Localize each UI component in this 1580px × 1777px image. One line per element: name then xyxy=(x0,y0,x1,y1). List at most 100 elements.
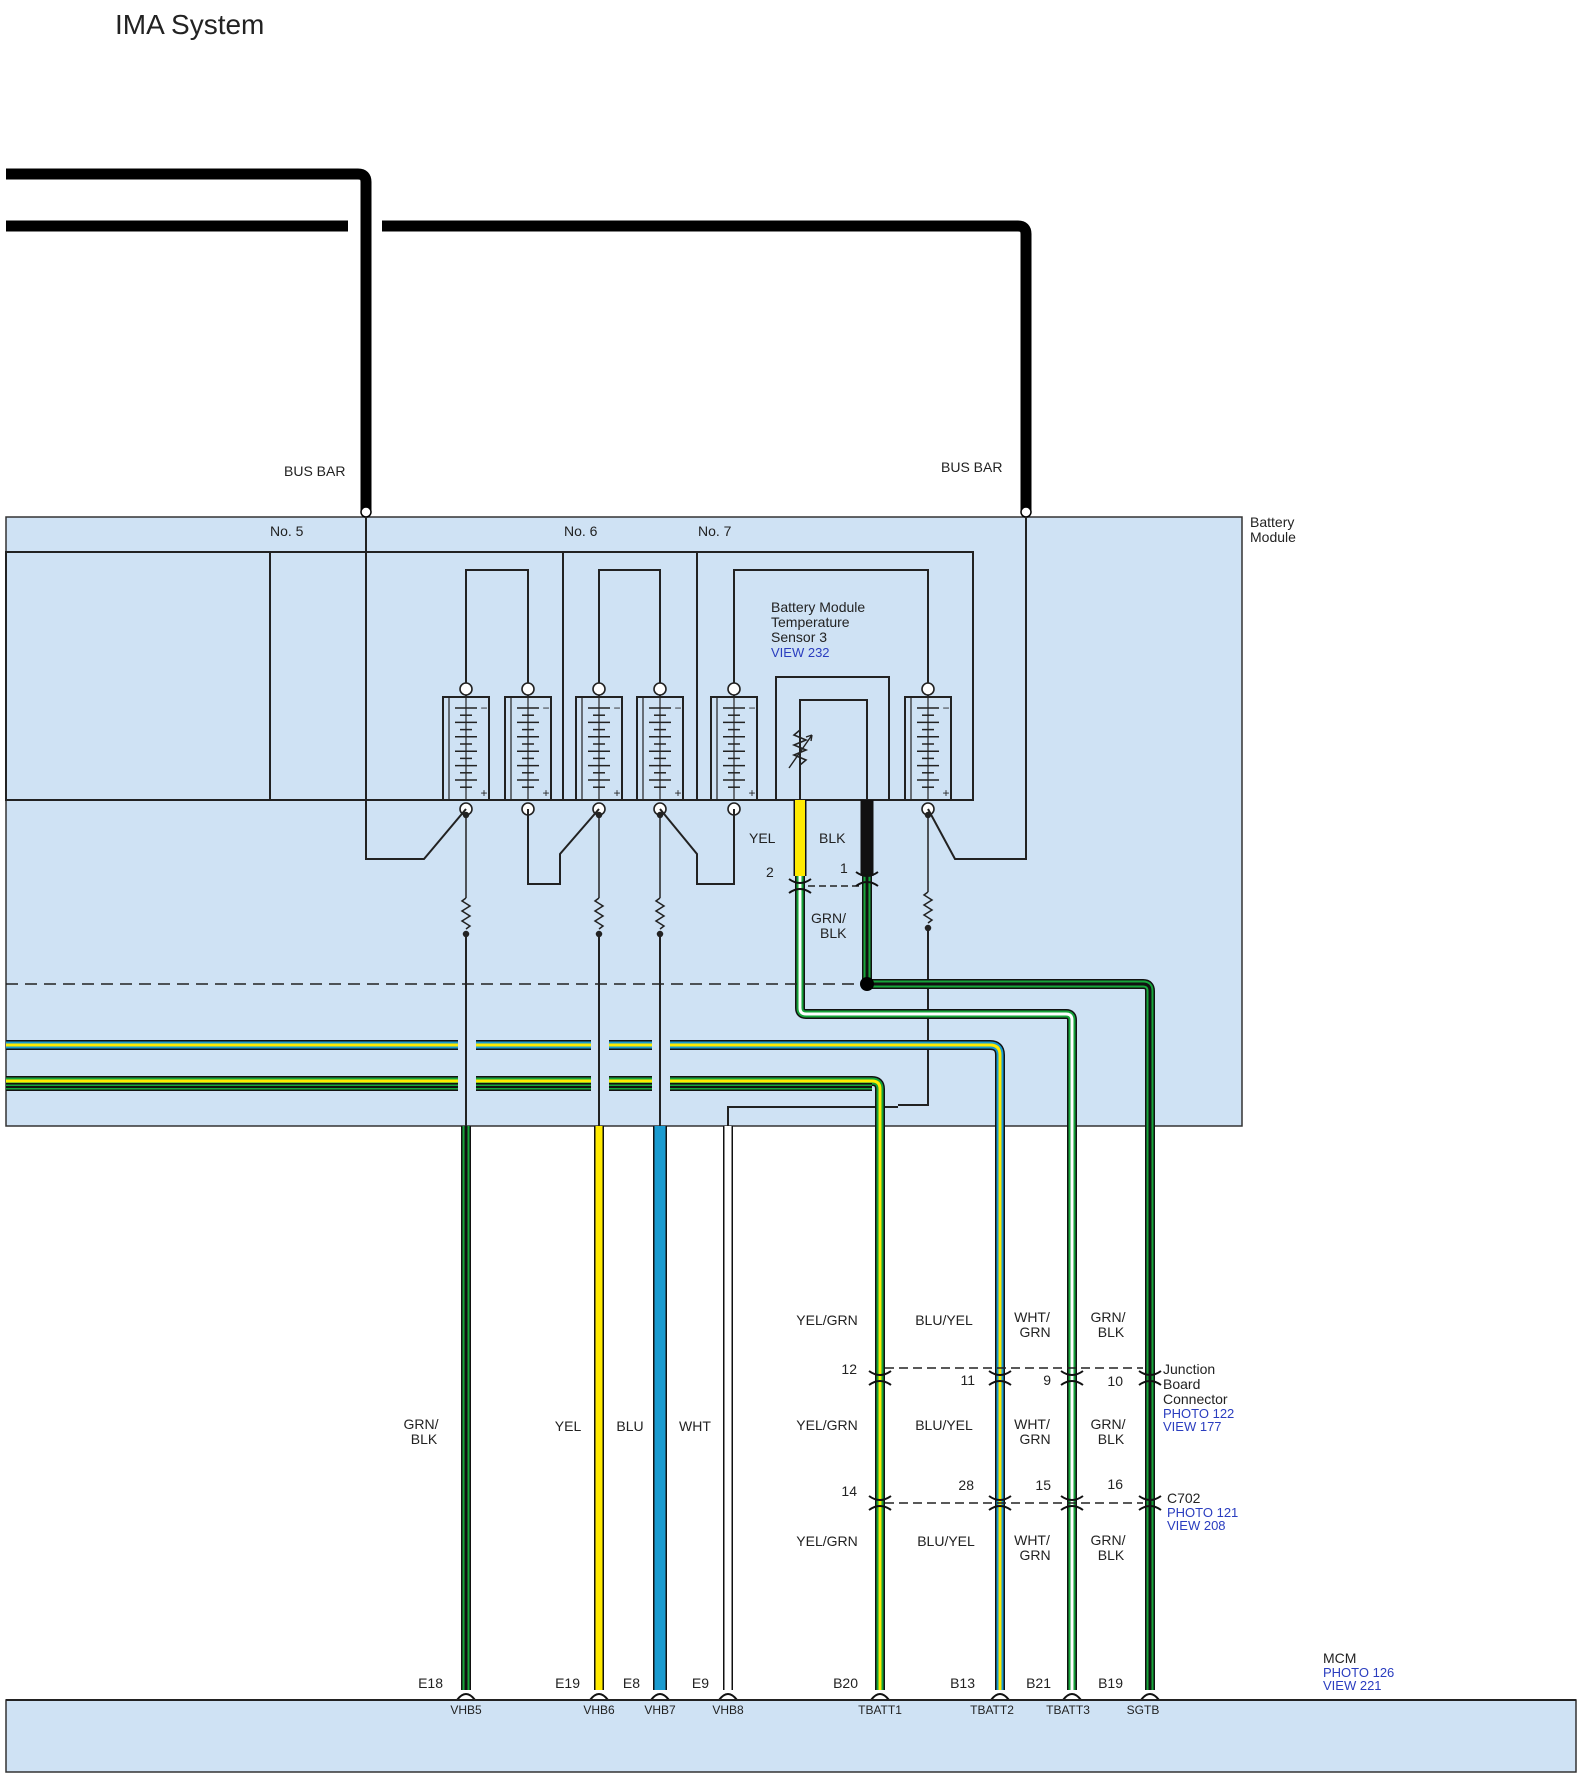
c702-bracket-1150 xyxy=(1138,1495,1162,1511)
sensor-shield-label-1: GRN/ xyxy=(811,910,846,926)
battery-module-label-2: Module xyxy=(1250,529,1296,545)
wire-label-tbatt3-a2: GRN xyxy=(1019,1324,1050,1340)
sensor-inner-loop xyxy=(799,699,868,800)
mcm-terminal-1072 xyxy=(1062,1693,1082,1701)
resistor-node xyxy=(656,811,664,819)
mcm-signal-tbatt2: TBATT2 xyxy=(970,1703,1014,1717)
wire-label-tbatt3-c2: GRN xyxy=(1019,1547,1050,1563)
jb-bracket-880 xyxy=(868,1370,892,1386)
thermistor-icon xyxy=(791,729,809,766)
bracket-lower xyxy=(855,881,879,887)
sensor-view-ref[interactable]: VIEW 232 xyxy=(771,645,830,660)
wire-label-sgtb-a2: BLK xyxy=(1098,1324,1125,1340)
mcm-signal-vhb6: VHB6 xyxy=(583,1703,615,1717)
mcm-terminal-466 xyxy=(456,1693,476,1701)
wire-label-sgtb-b2: BLK xyxy=(1098,1431,1125,1447)
resistor-zigzag xyxy=(460,897,472,930)
mcm-terminal-728 xyxy=(718,1693,738,1701)
wire-tbatt1-stripe xyxy=(6,1079,882,1690)
bus-bar-right-terminal xyxy=(1020,506,1032,518)
battery-cell-1: −+ xyxy=(442,682,490,816)
wire-label-tbatt3-a1: WHT/ xyxy=(1014,1309,1050,1325)
mcm-pin-b21: B21 xyxy=(1026,1675,1051,1691)
bracket-upper xyxy=(868,1370,892,1376)
wire-tbatt1 xyxy=(6,1076,885,1690)
c702-view-ref[interactable]: VIEW 208 xyxy=(1167,1518,1226,1533)
bracket-lower xyxy=(868,1505,892,1511)
c702-pin-tbatt2: 28 xyxy=(958,1477,974,1493)
junction-board-photo-ref[interactable]: PHOTO 122 xyxy=(1163,1406,1234,1421)
c702-pin-tbatt3: 15 xyxy=(1035,1477,1051,1493)
cell-neg-terminal: − xyxy=(542,701,549,715)
junction-board-view-ref[interactable]: VIEW 177 xyxy=(1163,1419,1222,1434)
cell-neg-terminal: − xyxy=(613,701,620,715)
wire-sgtb xyxy=(862,876,1155,1690)
jb-pin-tbatt3: 9 xyxy=(1043,1372,1051,1388)
sense-line-vhb8-join xyxy=(727,1106,898,1126)
mcm-terminal-599 xyxy=(589,1693,609,1701)
mcm-terminal-880 xyxy=(870,1693,890,1701)
mcm-pin-e18: E18 xyxy=(418,1675,443,1691)
wire-tbatt1-outline xyxy=(6,1076,885,1690)
bracket-upper xyxy=(1138,1370,1162,1376)
c702-bracket-880 xyxy=(868,1495,892,1511)
sensor-label-1: Battery Module xyxy=(771,599,865,615)
section-label-no5: No. 5 xyxy=(270,523,304,539)
wire-label-sgtb-c1: GRN/ xyxy=(1091,1532,1126,1548)
connector-brackets xyxy=(456,871,1162,1701)
sensor-pin-1: 1 xyxy=(840,860,848,876)
mcm-pin-b20: B20 xyxy=(833,1675,858,1691)
resistor-zigzag xyxy=(922,891,934,924)
c702-pin-tbatt1: 14 xyxy=(841,1483,857,1499)
junction-board-label-2: Board xyxy=(1163,1376,1200,1392)
wire-label-tbatt1-a: YEL/GRN xyxy=(796,1312,857,1328)
bus-bar-right xyxy=(382,220,1032,512)
wire-tbatt2-stripe xyxy=(6,1043,1002,1690)
junction-board-label-3: Connector xyxy=(1163,1391,1228,1407)
cell-neg-terminal: − xyxy=(480,701,487,715)
mcm-pin-e19: E19 xyxy=(555,1675,580,1691)
mcm-signal-tbatt1: TBATT1 xyxy=(858,1703,902,1717)
mcm-pin-e8: E8 xyxy=(623,1675,640,1691)
mcm-terminal-660 xyxy=(650,1693,670,1701)
cell-top-links xyxy=(465,569,929,689)
cell-pos-terminal: + xyxy=(480,786,487,800)
mcm-terminal-1000 xyxy=(990,1693,1010,1701)
bus-bar-left xyxy=(6,168,372,512)
junction-board-label-1: Junction xyxy=(1163,1361,1215,1377)
wire-label-sgtb-b1: GRN/ xyxy=(1091,1416,1126,1432)
resistor-zigzag xyxy=(654,897,666,930)
jb-bracket-1150 xyxy=(1138,1370,1162,1386)
thermistor-arrow-icon xyxy=(788,734,813,769)
sensor-shield-label-2: BLK xyxy=(820,925,847,941)
wire-tbatt1-core xyxy=(6,1077,884,1690)
c702-photo-ref[interactable]: PHOTO 121 xyxy=(1167,1505,1238,1520)
wire-label-sgtb-a1: GRN/ xyxy=(1091,1309,1126,1325)
bracket-upper xyxy=(788,878,812,884)
bus-bar-left-terminal xyxy=(360,506,372,518)
cell-terminal-top xyxy=(921,682,935,696)
battery-cell-6: −+ xyxy=(904,682,952,816)
mcm-terminal-1150 xyxy=(1140,1693,1160,1701)
wire-label-tbatt2-c: BLU/YEL xyxy=(917,1533,975,1549)
temperature-sensor-3 xyxy=(775,676,890,801)
mcm-photo-ref[interactable]: PHOTO 126 xyxy=(1323,1665,1394,1680)
wire-label-vhb6: YEL xyxy=(555,1418,582,1434)
wire-label-tbatt2-a: BLU/YEL xyxy=(915,1312,973,1328)
cell-terminal-top xyxy=(592,682,606,696)
resistor-node xyxy=(595,811,603,819)
wire-label-sgtb-c2: BLK xyxy=(1098,1547,1125,1563)
bracket-lower xyxy=(1060,1380,1084,1386)
wire-label-tbatt3-b1: WHT/ xyxy=(1014,1416,1050,1432)
mcm-signal-vhb8: VHB8 xyxy=(712,1703,744,1717)
battery-module-label-1: Battery xyxy=(1250,514,1294,530)
bracket-lower xyxy=(788,888,812,894)
section-label-no7: No. 7 xyxy=(698,523,732,539)
jb-pin-tbatt1: 12 xyxy=(841,1361,857,1377)
bracket-upper xyxy=(868,1495,892,1501)
cell-neg-terminal: − xyxy=(748,701,755,715)
page-title: IMA System xyxy=(115,9,264,40)
sensor-outline xyxy=(775,676,890,801)
mcm-view-ref[interactable]: VIEW 221 xyxy=(1323,1678,1382,1693)
bus-bar-right-label: BUS BAR xyxy=(941,459,1002,475)
